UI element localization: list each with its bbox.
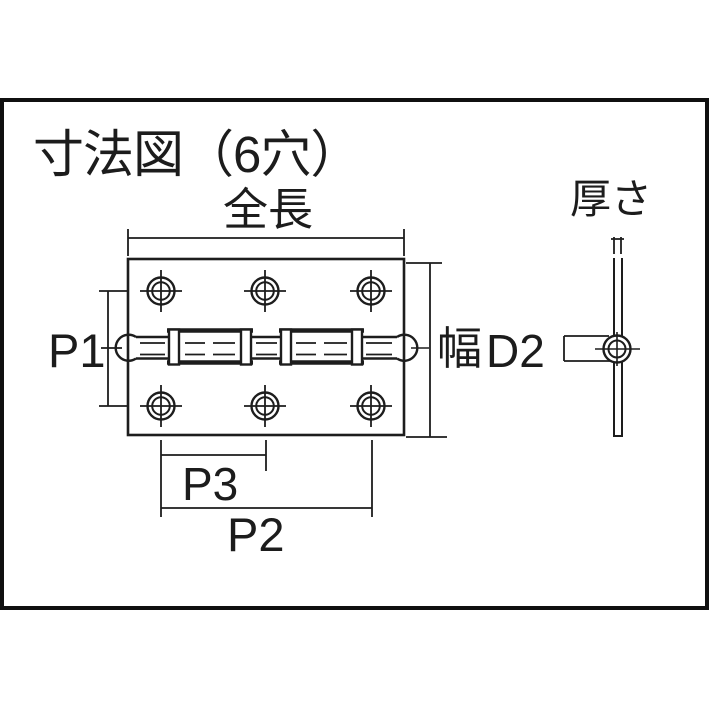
width-label: 幅 — [437, 323, 483, 374]
hole-pitch-label: P3 — [182, 458, 239, 510]
pin-hidden-lines — [140, 342, 392, 356]
hinge-front-view — [114, 257, 429, 437]
screw-hole — [350, 270, 392, 312]
dimension-lines — [99, 229, 612, 517]
knuckle-joints — [167, 328, 364, 366]
overall-length-label: 全長 — [222, 184, 313, 235]
screw-hole — [350, 385, 392, 427]
dimension-overall-length — [127, 229, 405, 256]
thickness-ticks — [611, 237, 624, 254]
hinge-knuckle-band — [114, 328, 429, 366]
screw-hole — [140, 385, 182, 427]
hole-row-pitch-label: P1 — [48, 324, 106, 377]
dimension-p1 — [99, 290, 127, 407]
dimension-width — [406, 262, 447, 438]
dimension-p2 — [161, 440, 373, 517]
hole-span-label: P2 — [227, 508, 285, 561]
screw-hole — [244, 385, 286, 427]
hinge-side-view — [595, 237, 640, 437]
barrel-diameter-label: D2 — [486, 325, 545, 377]
screw-hole — [244, 270, 286, 312]
hinge-barrel — [595, 332, 640, 366]
hinge-plate-outline — [126, 257, 406, 437]
dimension-d2-bracket — [563, 335, 612, 362]
thickness-label: 厚さ — [570, 176, 652, 222]
diagram-title: 寸法図（6穴） — [33, 126, 361, 183]
dimension-p3 — [160, 440, 267, 517]
screw-hole — [140, 270, 182, 312]
screw-holes — [140, 270, 392, 427]
hinge-leaf-side-profile — [613, 258, 623, 437]
